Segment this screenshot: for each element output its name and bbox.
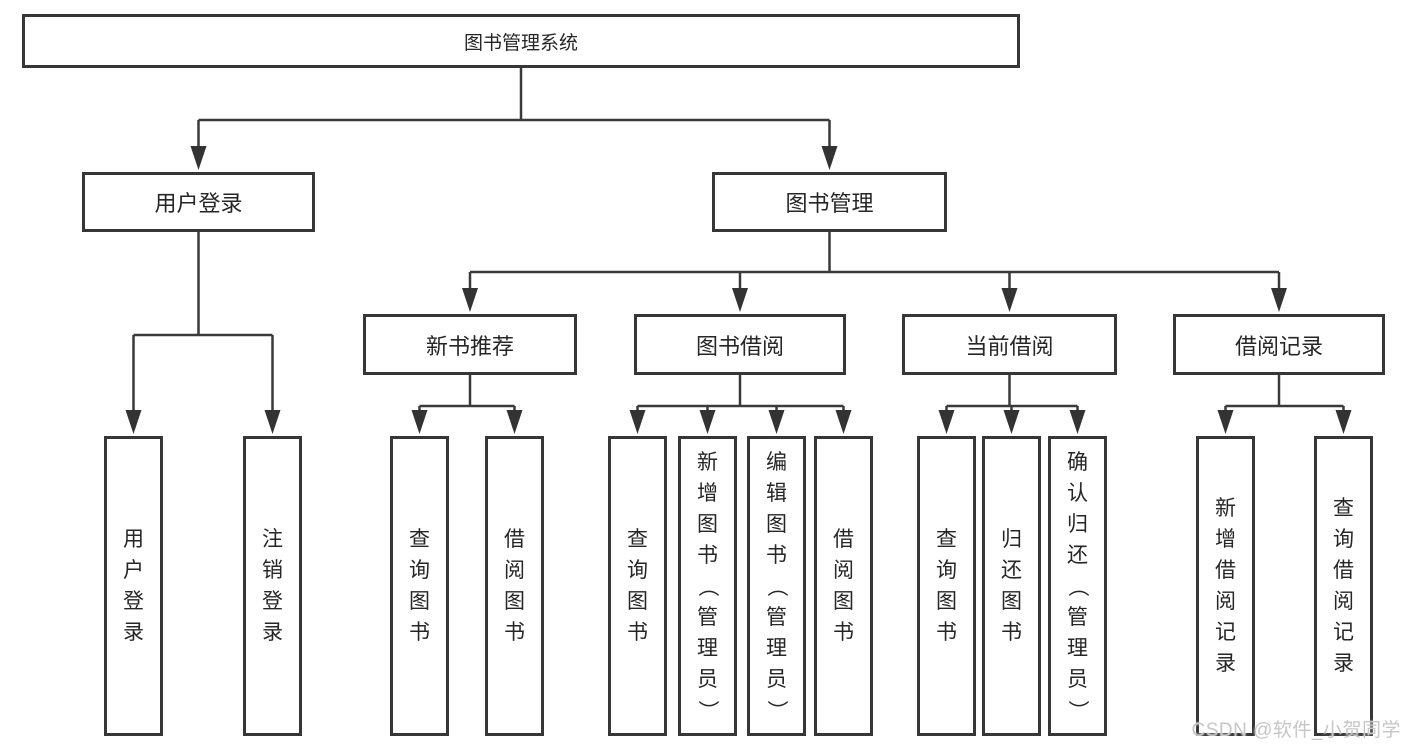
watermark: CSDN @软件_小贺同学 xyxy=(1191,720,1401,741)
leaf-query-books-1: 查询图书 xyxy=(390,436,449,736)
node-library-management-system: 图书管理系统 xyxy=(22,14,1020,68)
arrow-down-icon xyxy=(938,410,1086,434)
leaf-return-book: 归还图书 xyxy=(982,436,1041,736)
leaf-borrow-books-2: 借阅图书 xyxy=(814,436,873,736)
leaf-borrow-books-1: 借阅图书 xyxy=(485,436,544,736)
leaf-query-borrow-record: 查询借阅记录 xyxy=(1314,436,1373,736)
leaf-edit-book-admin: 编辑图书（管理员） xyxy=(747,436,806,736)
node-user-login: 用户登录 xyxy=(82,172,315,232)
leaf-confirm-return-admin: 确认归还（管理员） xyxy=(1048,436,1107,736)
arrow-down-icon xyxy=(1217,410,1352,434)
node-borrow-records: 借阅记录 xyxy=(1173,314,1385,375)
leaf-logout: 注销登录 xyxy=(243,436,302,736)
leaf-add-book-admin: 新增图书（管理员） xyxy=(678,436,737,736)
node-new-book-recommend: 新书推荐 xyxy=(363,314,577,375)
arrow-down-icon xyxy=(411,410,523,434)
leaf-user-login: 用户登录 xyxy=(104,436,163,736)
node-book-management: 图书管理 xyxy=(712,172,947,232)
arrow-down-icon xyxy=(125,410,281,434)
leaf-query-books-3: 查询图书 xyxy=(917,436,976,736)
arrow-down-icon xyxy=(462,288,1287,312)
arrow-down-icon xyxy=(190,146,838,170)
node-current-borrow: 当前借阅 xyxy=(902,314,1117,375)
arrow-down-icon xyxy=(629,410,852,434)
leaf-add-borrow-record: 新增借阅记录 xyxy=(1196,436,1255,736)
leaf-query-books-2: 查询图书 xyxy=(608,436,667,736)
node-book-borrow: 图书借阅 xyxy=(634,314,846,375)
